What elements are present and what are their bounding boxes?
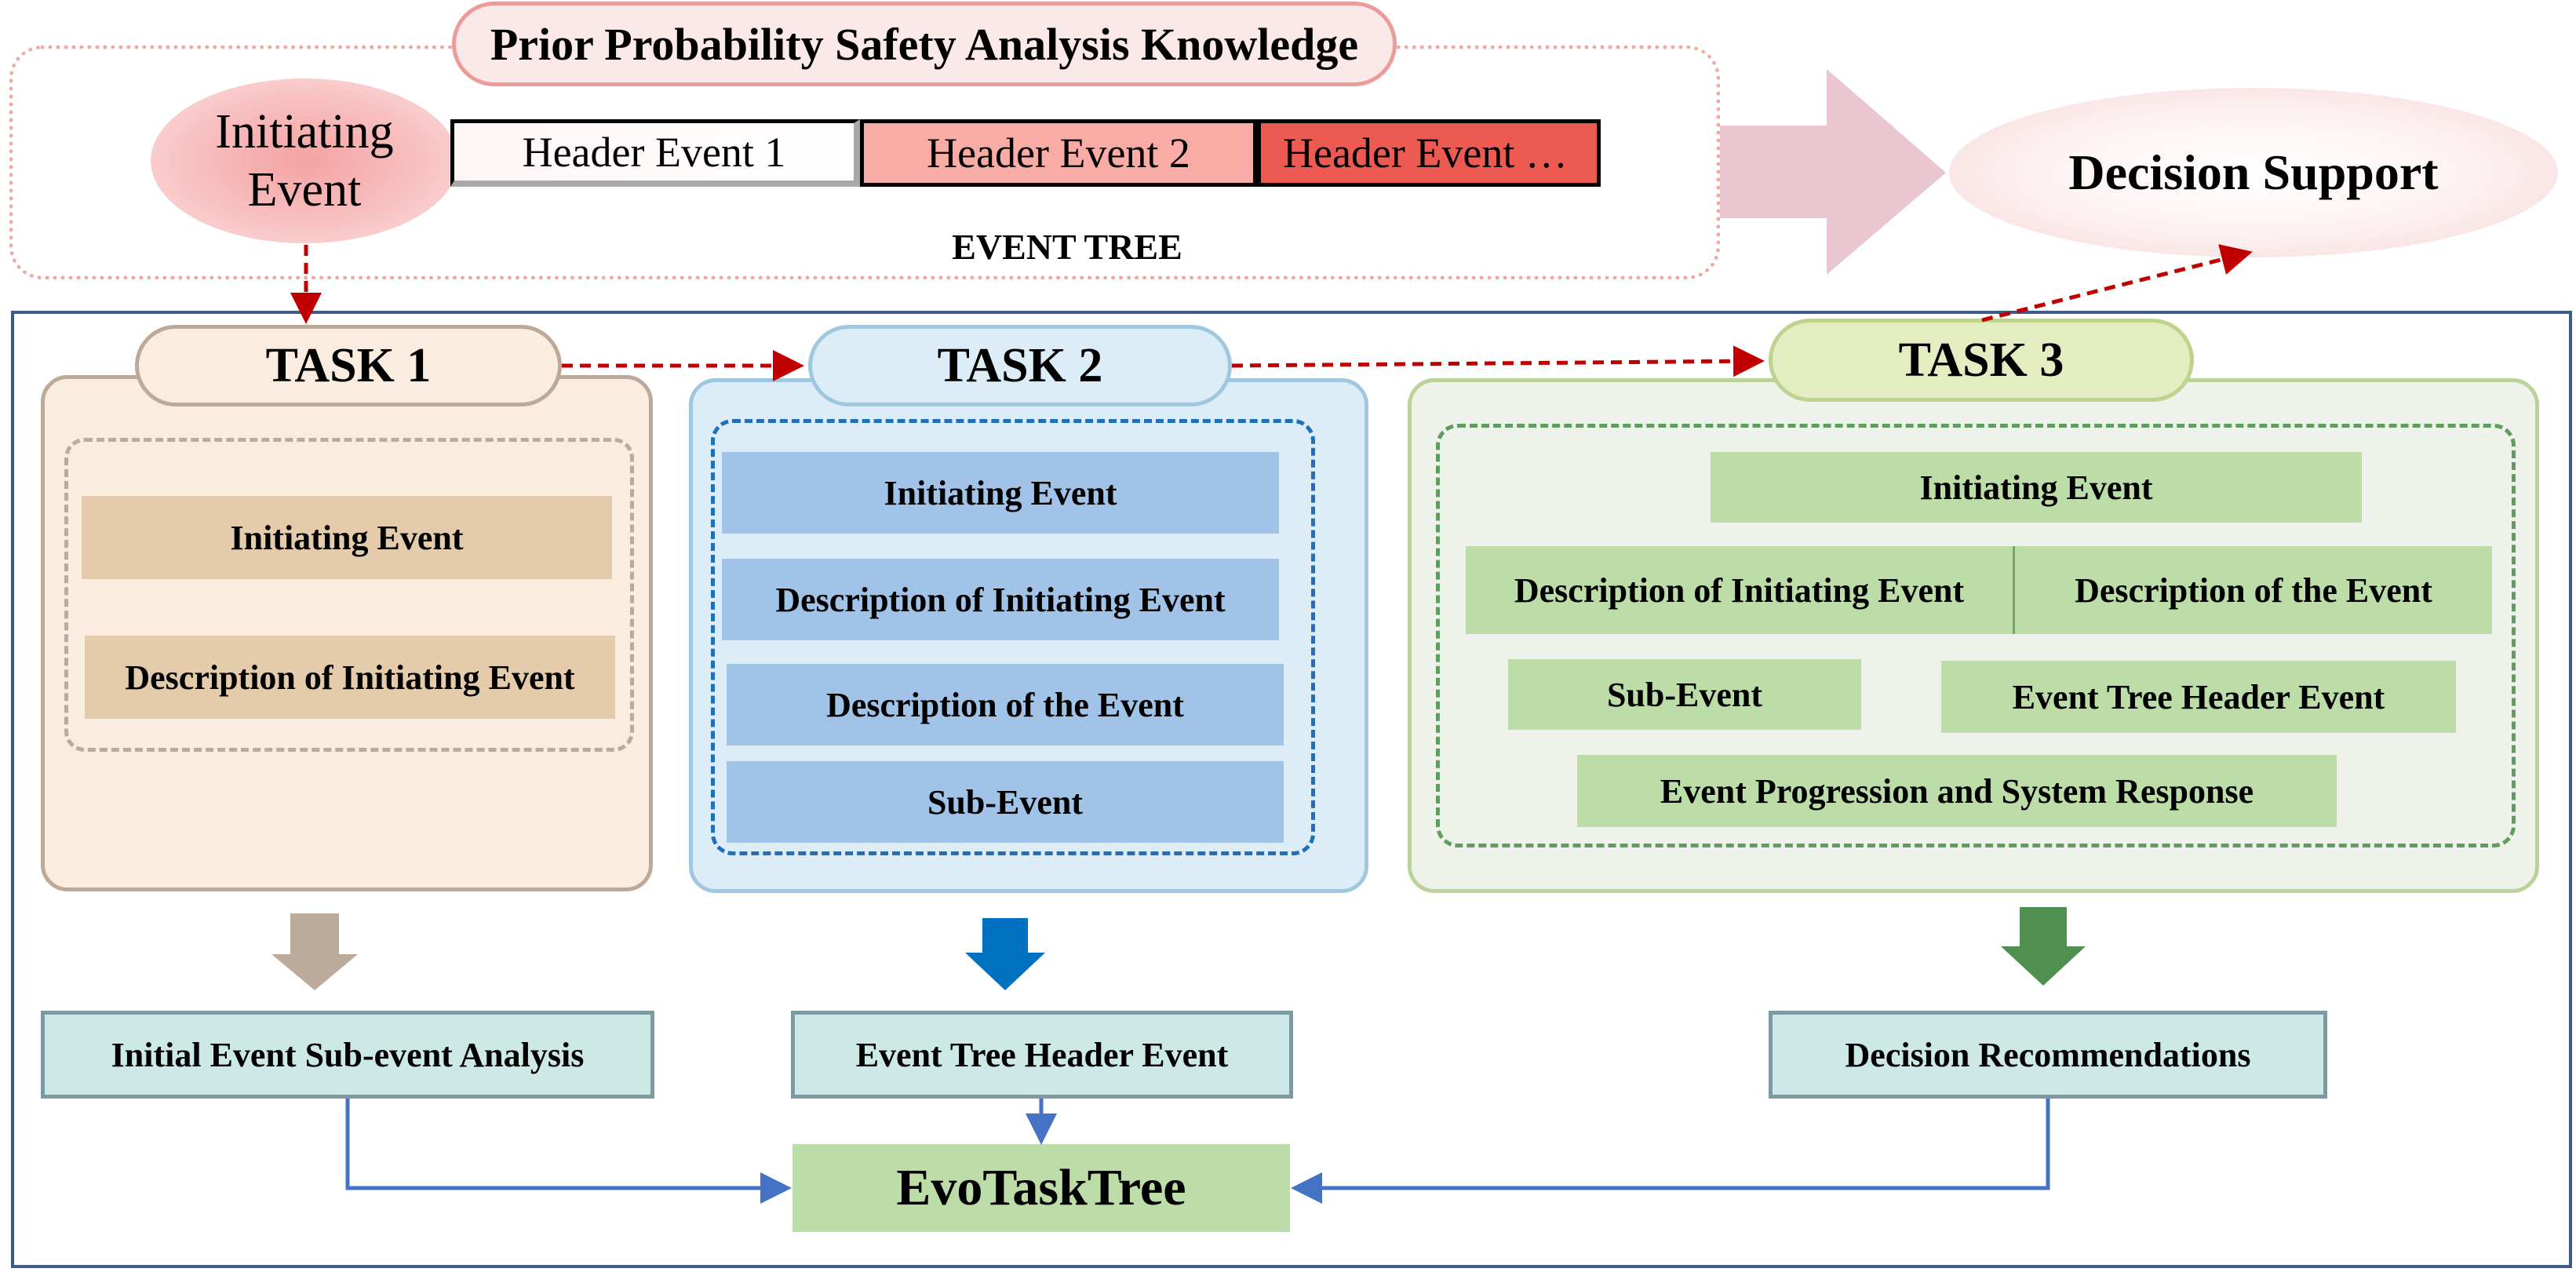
task3-item-description-initiating-event: Description of Initiating Event — [1466, 546, 2015, 634]
initiating-event-line1: Initiating — [215, 105, 394, 159]
task3-output: Decision Recommendations — [1769, 1011, 2327, 1099]
task1-output: Initial Event Sub-event Analysis — [41, 1011, 654, 1099]
task2-item-description-initiating-event: Description of Initiating Event — [722, 559, 1279, 640]
task3-item-event-tree-header-event: Event Tree Header Event — [1941, 661, 2456, 733]
header-event-more: Header Event … — [1257, 119, 1601, 187]
task3-item-sub-event: Sub-Event — [1508, 659, 1861, 730]
task3-item-event-progression: Event Progression and System Response — [1577, 755, 2337, 827]
prior-knowledge-title: Prior Probability Safety Analysis Knowle… — [452, 2, 1397, 86]
header-event-2: Header Event 2 — [860, 119, 1257, 187]
task1-item-description-initiating-event: Description of Initiating Event — [85, 636, 615, 719]
header-event-1: Header Event 1 — [450, 119, 860, 187]
decision-support-node: Decision Support — [1949, 88, 2558, 257]
event-tree-label: EVENT TREE — [952, 226, 1182, 267]
task2-item-description-event: Description of the Event — [727, 664, 1284, 745]
task3-item-description-event: Description of the Event — [2015, 546, 2492, 634]
task1-panel — [41, 375, 653, 891]
task3-title: TASK 3 — [1769, 319, 2194, 402]
task2-output: Event Tree Header Event — [791, 1011, 1293, 1099]
initiating-event-line2: Event — [247, 163, 362, 217]
task3-item-initiating-event: Initiating Event — [1711, 452, 2362, 523]
initiating-event-node: Initiating Event — [151, 78, 458, 243]
big-arrow-to-decision — [1720, 69, 1946, 275]
task1-title: TASK 1 — [135, 325, 562, 406]
evotasktree-result: EvoTaskTree — [792, 1144, 1290, 1232]
task1-item-initiating-event: Initiating Event — [82, 496, 612, 579]
task3-inputs-group — [1436, 424, 2516, 847]
task1-inputs-group — [64, 438, 634, 752]
task2-item-sub-event: Sub-Event — [727, 761, 1284, 843]
task2-title: TASK 2 — [808, 325, 1232, 406]
main-frame — [11, 311, 2572, 1268]
task2-item-initiating-event: Initiating Event — [722, 452, 1279, 534]
task2-inputs-group — [711, 419, 1315, 855]
